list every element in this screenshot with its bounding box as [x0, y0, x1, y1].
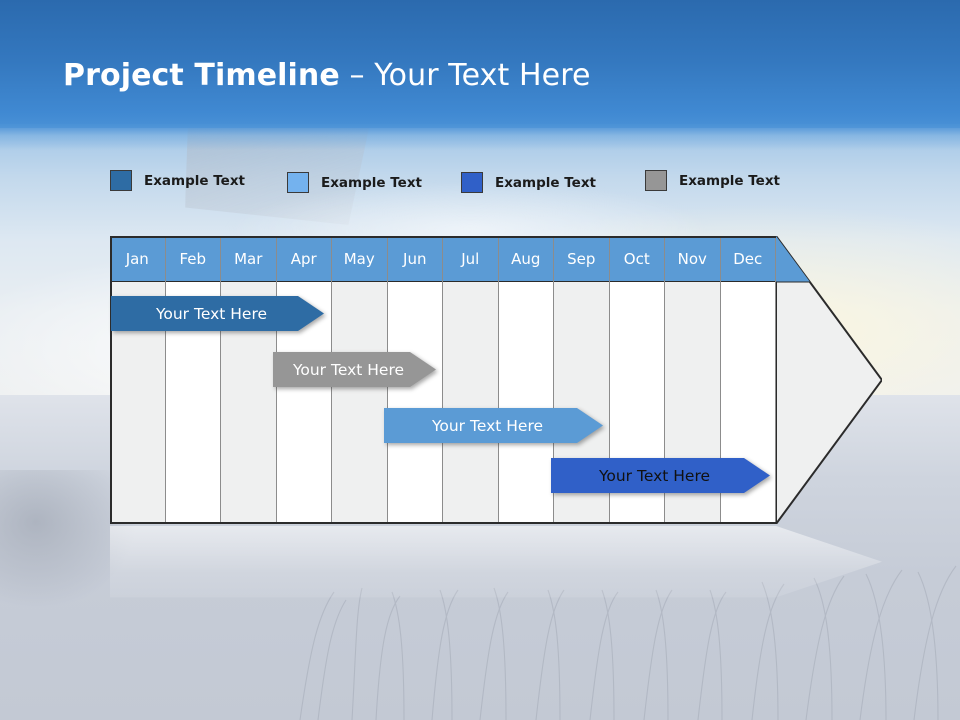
- title-banner: [0, 0, 960, 128]
- legend-label-2: Example Text: [321, 174, 422, 191]
- month-header-oct: Oct: [609, 236, 664, 282]
- month-header-sep: Sep: [554, 236, 609, 282]
- month-header-feb: Feb: [165, 236, 220, 282]
- month-header-nov: Nov: [665, 236, 720, 282]
- gantt-bar-4[interactable]: Your Text Here: [551, 458, 770, 493]
- legend-label-1: Example Text: [144, 172, 245, 189]
- legend-item-1[interactable]: Example Text: [110, 170, 245, 191]
- gantt-bar-label-4: Your Text Here: [598, 466, 711, 485]
- legend-label-3: Example Text: [495, 174, 596, 191]
- month-header-may: May: [332, 236, 387, 282]
- legend-swatch-icon-2: [287, 172, 309, 193]
- month-column-feb[interactable]: Feb: [165, 236, 221, 524]
- legend-item-2[interactable]: Example Text: [287, 172, 422, 193]
- page-title-strong: Project Timeline: [63, 58, 340, 93]
- gantt-bar-2[interactable]: Your Text Here: [273, 352, 436, 387]
- month-header-jul: Jul: [443, 236, 498, 282]
- month-column-mar[interactable]: Mar: [221, 236, 277, 524]
- gantt-bar-arrow-shape-4: [551, 458, 770, 493]
- gantt-bar-label-1: Your Text Here: [155, 304, 268, 323]
- month-column-aug[interactable]: Aug: [498, 236, 554, 524]
- gantt-bar-arrow-shape-3: [384, 408, 603, 443]
- month-column-jul[interactable]: Jul: [443, 236, 499, 524]
- timeline-arrow-shape: [775, 236, 882, 524]
- month-header-jun: Jun: [387, 236, 442, 282]
- page-title: Project Timeline – Your Text Here: [63, 58, 591, 93]
- title-banner-fade: [0, 124, 960, 150]
- legend-swatch-icon-4: [645, 170, 667, 191]
- page-title-light: Your Text Here: [374, 58, 591, 93]
- legend-label-4: Example Text: [679, 172, 780, 189]
- legend-swatch-icon-3: [461, 172, 483, 193]
- legend-item-3[interactable]: Example Text: [461, 172, 596, 193]
- gantt-bar-1[interactable]: Your Text Here: [111, 296, 324, 331]
- gantt-bar-arrow-shape-1: [111, 296, 324, 331]
- month-header-mar: Mar: [221, 236, 276, 282]
- legend-item-4[interactable]: Example Text: [645, 170, 780, 191]
- month-header-apr: Apr: [276, 236, 331, 282]
- month-header-aug: Aug: [498, 236, 553, 282]
- gantt-bar-label-2: Your Text Here: [292, 360, 405, 379]
- legend-swatch-icon-1: [110, 170, 132, 191]
- month-header-dec: Dec: [720, 236, 775, 282]
- gantt-bar-arrow-shape-2: [273, 352, 436, 387]
- month-column-jan[interactable]: Jan: [110, 236, 166, 524]
- gantt-bar-3[interactable]: Your Text Here: [384, 408, 603, 443]
- gantt-bar-label-3: Your Text Here: [431, 416, 544, 435]
- page-title-separator: –: [339, 58, 375, 93]
- month-header-jan: Jan: [110, 236, 165, 282]
